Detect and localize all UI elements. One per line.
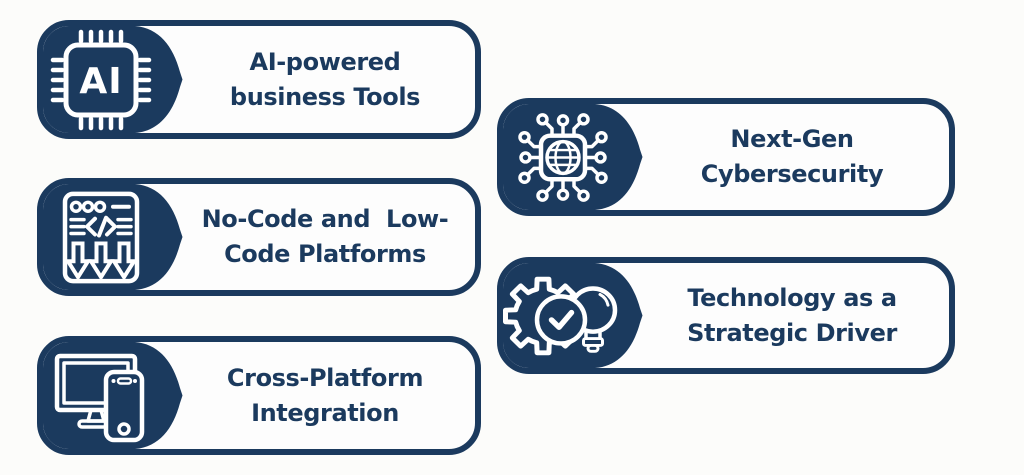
card-ai-powered-business-tools: AI AI-powered business Tools xyxy=(37,20,481,139)
card-label-line2: Strategic Driver xyxy=(687,318,897,347)
gear-lightbulb-icon xyxy=(503,263,643,368)
card-label-line1: Cross-Platform xyxy=(226,363,424,392)
card-next-gen-cybersecurity: Next-Gen Cybersecurity xyxy=(497,98,955,216)
card-label: No-Code and Low- Code Platforms xyxy=(183,184,467,290)
card-label: Next-Gen Cybersecurity xyxy=(643,104,941,210)
card-label: Technology as a Strategic Driver xyxy=(643,263,941,368)
cross-device-icon xyxy=(43,342,183,449)
card-label-line1: No-Code and Low- xyxy=(201,205,449,233)
code-window-icon xyxy=(43,184,183,290)
network-chip-icon xyxy=(503,104,643,210)
icon-badge xyxy=(43,342,183,449)
icon-badge xyxy=(503,104,643,210)
card-label-line1: AI-powered xyxy=(249,47,401,76)
card-label-line2: Integration xyxy=(251,398,399,427)
ai-chip-icon: AI xyxy=(43,26,183,133)
card-label-line2: Code Platforms xyxy=(224,240,426,268)
icon-badge xyxy=(503,263,643,368)
card-label: Cross-Platform Integration xyxy=(183,342,467,449)
card-no-code-low-code-platforms: No-Code and Low- Code Platforms xyxy=(37,178,481,296)
card-technology-strategic-driver: Technology as a Strategic Driver xyxy=(497,257,955,374)
card-label-line2: business Tools xyxy=(229,82,421,111)
card-cross-platform-integration: Cross-Platform Integration xyxy=(37,336,481,455)
card-label-line2: Cybersecurity xyxy=(700,160,884,188)
card-label-line1: Technology as a xyxy=(687,283,897,312)
ai-chip-label: AI xyxy=(79,61,122,102)
card-label: AI-powered business Tools xyxy=(183,26,467,133)
icon-badge: AI xyxy=(43,26,183,133)
icon-badge xyxy=(43,184,183,290)
card-label-line1: Next-Gen xyxy=(730,125,854,153)
